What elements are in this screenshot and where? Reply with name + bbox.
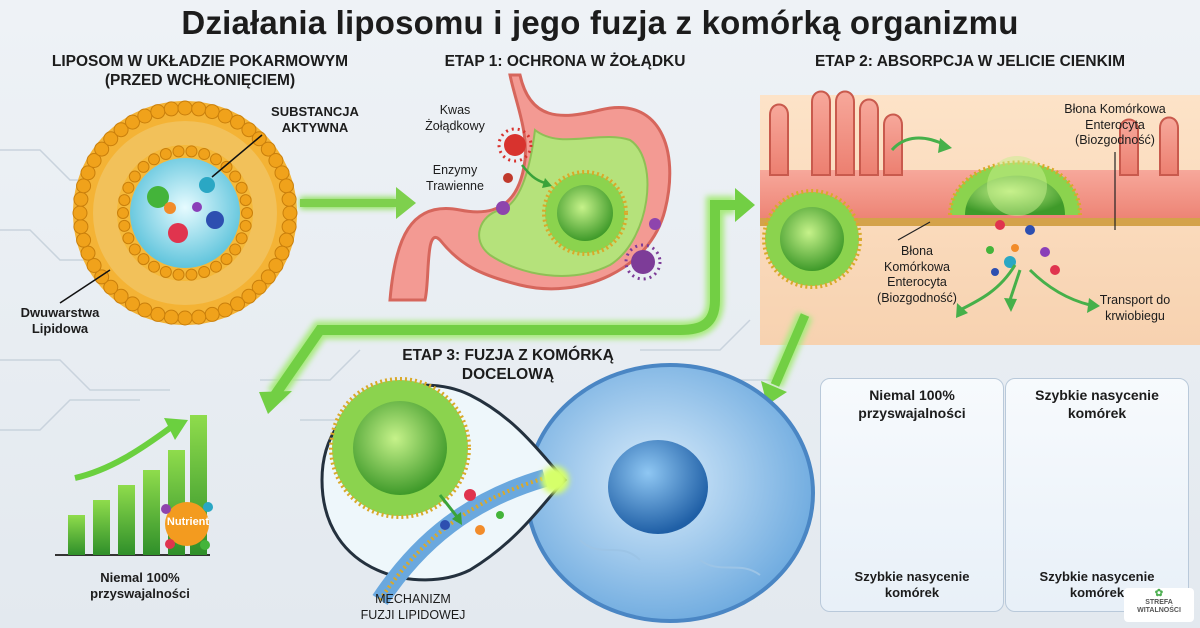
- saturation-panel-footer: Szybkie nasycenie komórek: [1006, 569, 1188, 602]
- stomach-acid-label: Kwas Żołądkowy: [415, 103, 495, 134]
- stage3-heading-line1: ETAP 3: FUZJA Z KOMÓRKĄ: [402, 347, 614, 364]
- nutrient-label: Nutrient: [166, 516, 210, 528]
- intro-heading-line1: LIPOSOM W UKŁADZIE POKARMOWYM: [51, 53, 349, 70]
- left-chart-caption: Niemal 100% przyswajalności: [55, 570, 225, 603]
- liposome-large: [72, 100, 298, 326]
- active-substance-line2: AKTYWNA: [281, 120, 349, 136]
- cell-nucleus: [608, 440, 708, 534]
- membrane-bottom-line1: Błona: [901, 244, 933, 258]
- fusion-mechanism-label: MECHANIZM FUZJI LIPIDOWEJ: [348, 592, 478, 623]
- active-substance-line1: SUBSTANCJA: [271, 104, 359, 119]
- intro-heading-line2: (PRZED WCHŁONIĘCIEM): [104, 72, 296, 90]
- stage3-heading-line2: DOCELOWĄ: [461, 366, 555, 384]
- transport-line1: Transport do: [1099, 293, 1171, 307]
- stomach-acid-line1: Kwas: [439, 103, 471, 117]
- acid-particle: [497, 127, 533, 163]
- saturation-footer-line1: Szybkie nasycenie: [1039, 569, 1155, 584]
- membrane-bottom-line2: Komórkowa: [884, 259, 950, 274]
- intestine-liposome-fusing: [948, 156, 1082, 216]
- absorption-footer-line1: Szybkie nasycenie: [854, 569, 970, 584]
- absorption-panel-footer: Szybkie nasycenie komórek: [821, 569, 1003, 602]
- stomach-liposome: [557, 185, 613, 241]
- brand-logo: ✿ STREFA WITALNOŚCI: [1124, 588, 1194, 622]
- absorption-panel-title: Niemal 100% przyswajalności: [821, 387, 1003, 422]
- stage3-heading: ETAP 3: FUZJA Z KOMÓRKĄ DOCELOWĄ: [378, 346, 638, 385]
- saturation-panel: Szybkie nasycenie komórek Szybkie nasyce…: [1005, 378, 1189, 612]
- membrane-top-line2: Enterocyta: [1085, 117, 1145, 132]
- enzymes-label: Enzymy Trawienne: [415, 163, 495, 194]
- enzymes-line2: Trawienne: [426, 178, 484, 193]
- saturation-panel-title: Szybkie nasycenie komórek: [1006, 387, 1188, 422]
- logo-line2: WITALNOŚCI: [1137, 606, 1181, 614]
- logo-leaf-icon: ✿: [1154, 588, 1164, 599]
- enzyme-particle: [624, 243, 662, 281]
- bilayer-line1: Dwuwarstwa: [20, 305, 100, 320]
- enzyme-particle: [649, 218, 661, 230]
- absorption-footer-line2: komórek: [884, 585, 940, 601]
- fusion-line1: MECHANIZM: [375, 592, 451, 606]
- left-caption-line2: przyswajalności: [90, 586, 190, 602]
- liposome-core: [130, 158, 240, 268]
- logo-line1: STREFA: [1145, 599, 1173, 606]
- arrow-stage1-to-chart: [259, 188, 755, 414]
- absorption-title-line2: przyswajalności: [858, 404, 966, 421]
- membrane-label-bottom: Błona Komórkowa Enterocyta (Biozgodność): [862, 244, 972, 307]
- stomach: [388, 73, 672, 302]
- membrane-bottom-line4: (Biozgodność): [877, 290, 957, 305]
- bilayer-label: Dwuwarstwa Lipidowa: [10, 305, 110, 338]
- arrow-intro-to-stage1: [300, 187, 416, 219]
- nutrient-molecule: [161, 502, 213, 550]
- transport-arrows: [959, 264, 1091, 312]
- bilayer-line2: Lipidowa: [31, 321, 89, 337]
- released-particles: [986, 220, 1060, 276]
- fusion-line2: FUZJI LIPIDOWEJ: [360, 607, 466, 622]
- absorption-panel: Niemal 100% przyswajalności Szybkie nasy…: [820, 378, 1004, 612]
- absorption-title-line1: Niemal 100%: [869, 387, 955, 403]
- membrane-top-line1: Błona Komórkowa: [1064, 102, 1166, 116]
- membrane-label-top: Błona Komórkowa Enterocyta (Biozgodność): [1040, 102, 1190, 149]
- transport-label: Transport do krwiobiegu: [1080, 293, 1190, 324]
- lipid-heads-outer: [72, 100, 298, 326]
- saturation-title-line2: komórek: [1067, 404, 1127, 421]
- fusion-zoom: [320, 377, 569, 605]
- intestine-liposome-left: [762, 189, 862, 289]
- membrane-top-line3: (Biozgodność): [1075, 133, 1155, 148]
- saturation-footer-line2: komórek: [1069, 585, 1125, 601]
- intro-heading: LIPOSOM W UKŁADZIE POKARMOWYM (PRZED WCH…: [30, 52, 370, 91]
- page-title: Działania liposomu i jego fuzja z komórk…: [181, 4, 1019, 41]
- enzyme-particle: [503, 173, 513, 183]
- stage1-heading: ETAP 1: OCHRONA W ŻOŁĄDKU: [444, 53, 686, 70]
- enzyme-particle: [496, 201, 510, 215]
- enzymes-line1: Enzymy: [432, 163, 478, 177]
- target-cell: [525, 363, 815, 623]
- transport-line2: krwiobiegu: [1105, 308, 1165, 323]
- stage2-heading: ETAP 2: ABSORPCJA W JELICIE CIENKIM: [814, 53, 1126, 70]
- active-substance-label: SUBSTANCJA AKTYWNA: [255, 104, 375, 137]
- stomach-acid-line2: Żołądkowy: [425, 118, 485, 133]
- membrane-bottom-line3: Enterocyta: [887, 275, 947, 290]
- left-caption-line1: Niemal 100%: [100, 570, 180, 585]
- saturation-title-line1: Szybkie nasycenie: [1035, 387, 1159, 403]
